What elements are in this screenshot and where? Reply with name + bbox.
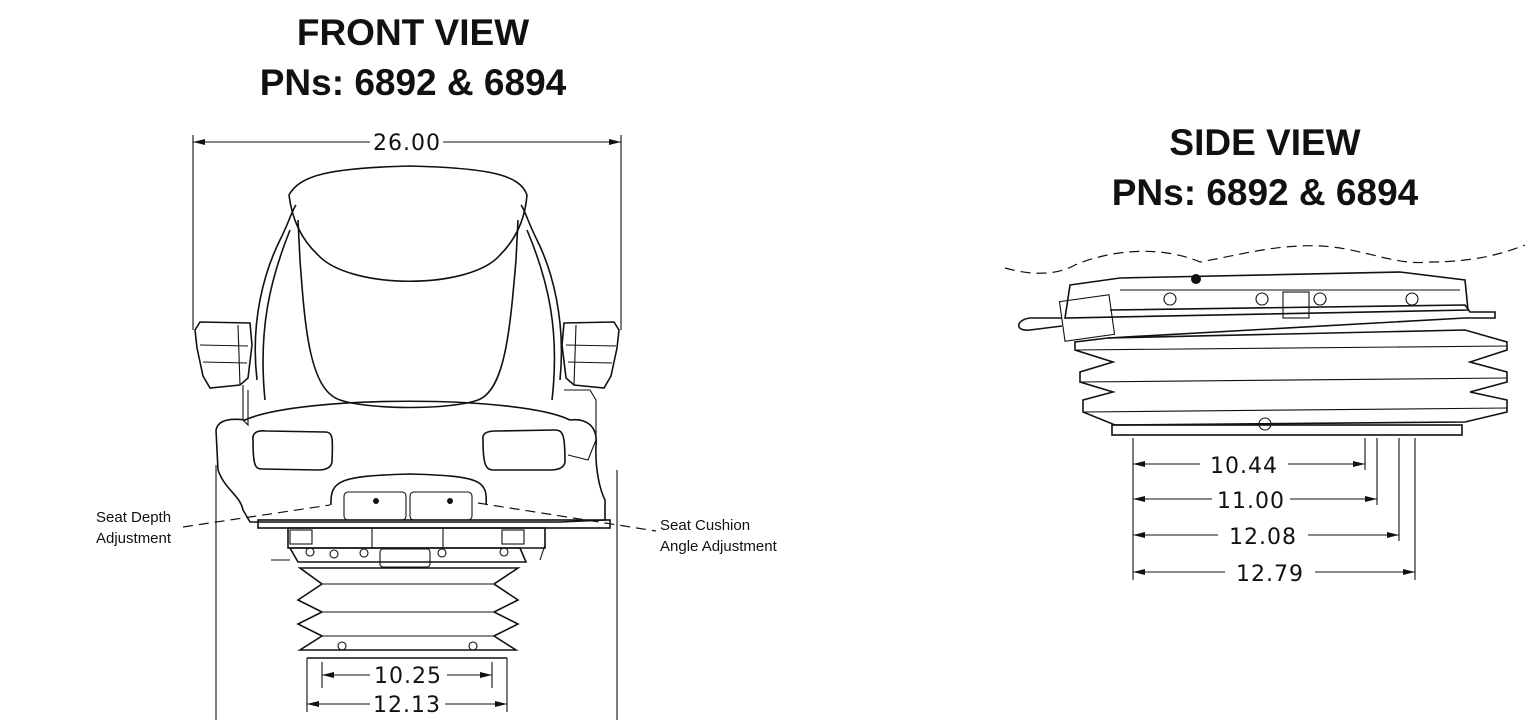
dimension-label: 12.08 [1229,525,1297,550]
dimension-label: 12.13 [373,693,441,718]
side-view-suspension-drawing [1004,244,1526,580]
dimension-label: 10.44 [1210,454,1278,479]
side-dimension-1: 10.44 [1133,454,1365,479]
side-bellows [1074,329,1508,431]
front-view-part-numbers: PNs: 6892 & 6894 [259,62,567,103]
dimension-label: 26.00 [373,131,441,156]
dimension-label: 10.25 [374,664,442,689]
side-view-title: SIDE VIEW PNs: 6892 & 6894 [1015,118,1515,218]
dimension-base-width: 12.13 [307,693,507,718]
side-dimension-3: 12.08 [1133,525,1399,550]
dimension-overall-width: 26.00 [193,131,621,156]
side-view-part-numbers: PNs: 6892 & 6894 [1111,172,1419,213]
seat-depth-callout: Seat Depth Adjustment [96,507,171,549]
front-view-heading: FRONT VIEW [296,12,530,53]
front-bellows [296,567,521,651]
right-armrest [561,321,620,461]
callout-line: Seat Cushion [660,517,751,534]
side-view-heading: SIDE VIEW [1169,122,1361,163]
dimension-base-bolt-spacing: 10.25 [322,664,492,689]
front-view-seat-drawing [182,135,657,720]
front-view-title: FRONT VIEW PNs: 6892 & 6894 [163,8,663,108]
side-dimension-4: 12.79 [1133,562,1415,587]
callout-line: Adjustment [96,530,172,547]
dimension-label: 11.00 [1217,489,1285,514]
left-armrest [194,321,253,427]
side-dimension-2: 11.00 [1133,489,1377,514]
callout-line: Angle Adjustment [660,538,777,555]
callout-line: Seat Depth [96,509,172,526]
dimension-label: 12.79 [1236,562,1304,587]
seat-cushion-angle-callout: Seat Cushion Angle Adjustment [660,515,777,557]
